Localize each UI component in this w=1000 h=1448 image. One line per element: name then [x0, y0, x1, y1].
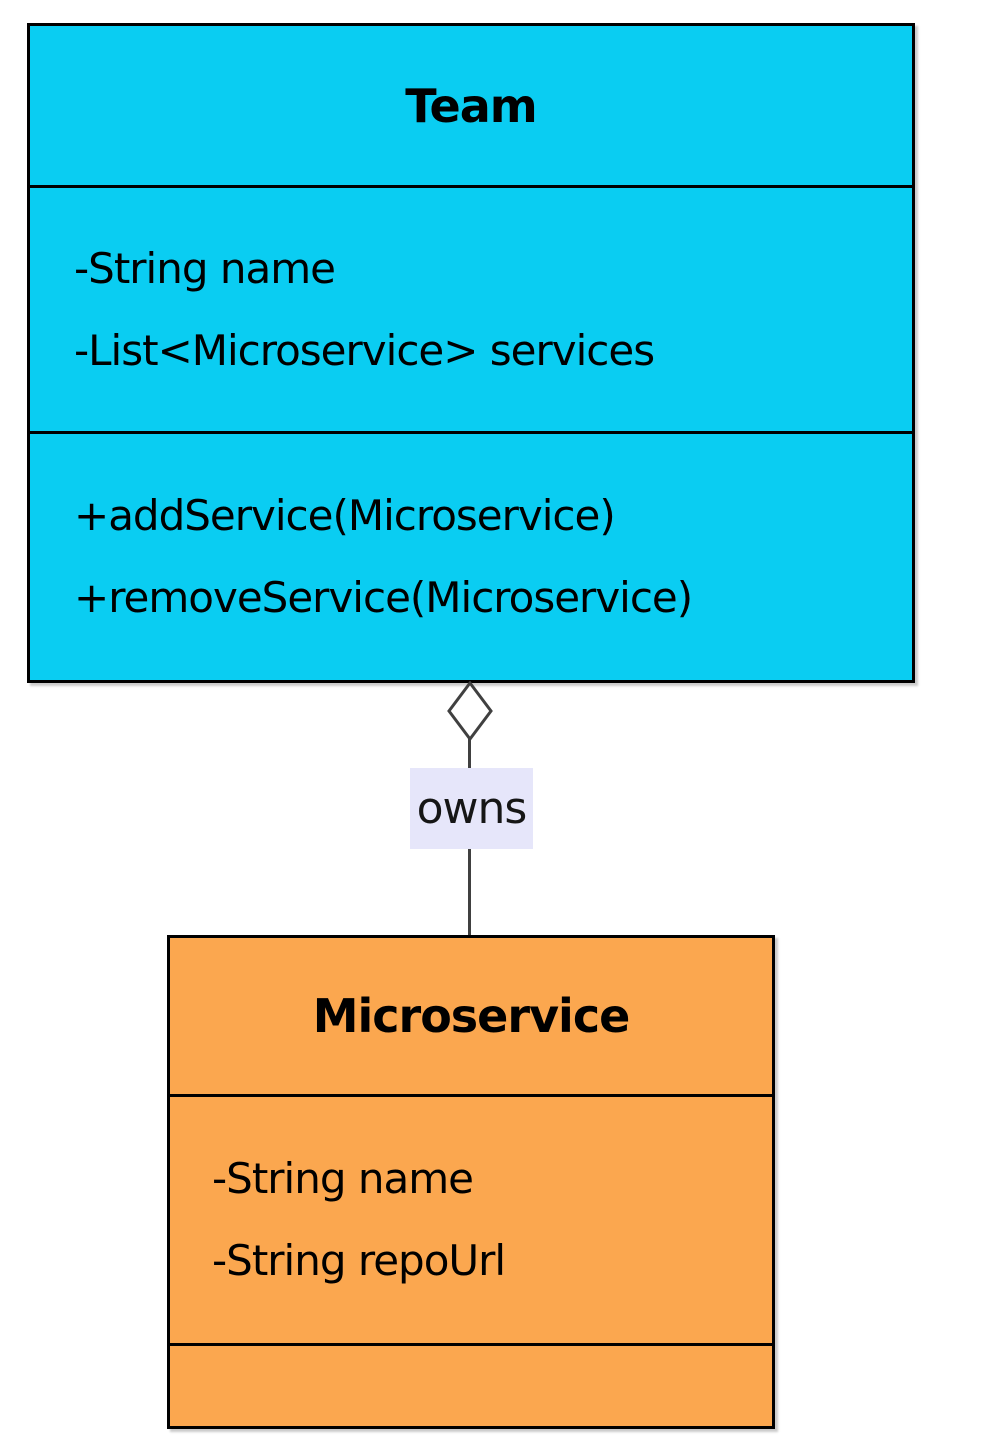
attribute-services: -List<Microservice> services	[74, 325, 655, 375]
class-title-team: Team	[30, 26, 912, 188]
attribute-repo-url: -String repoUrl	[212, 1236, 506, 1285]
class-box-team[interactable]: Team -String name -List<Microservice> se…	[27, 23, 915, 683]
method-remove-service: +removeService(Microservice)	[74, 573, 693, 622]
method-add-service: +addService(Microservice)	[74, 491, 616, 540]
class-title-microservice: Microservice	[170, 938, 772, 1097]
relationship-label-owns[interactable]: owns	[410, 768, 533, 849]
microservice-methods-section-empty	[170, 1346, 772, 1426]
microservice-attributes-section: -String name -String repoUrl	[170, 1097, 772, 1346]
attribute-name: -String name	[212, 1154, 474, 1203]
team-attributes-section: -String name -List<Microservice> service…	[30, 188, 912, 434]
attribute-name: -String name	[74, 243, 336, 293]
class-box-microservice[interactable]: Microservice -String name -String repoUr…	[167, 935, 775, 1429]
aggregation-diamond-icon[interactable]	[447, 681, 493, 741]
team-methods-section: +addService(Microservice) +removeService…	[30, 434, 912, 680]
